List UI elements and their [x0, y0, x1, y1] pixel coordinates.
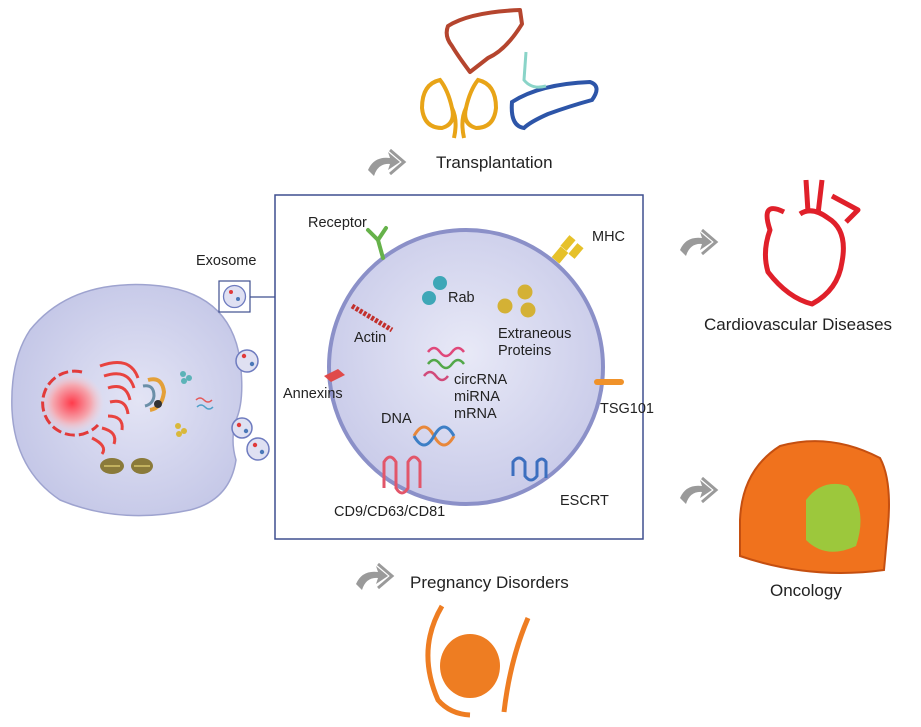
label-annexins: Annexins [283, 386, 343, 402]
pancreas-icon [509, 51, 599, 131]
cell-icon [11, 283, 270, 517]
mhc-icon [551, 235, 584, 264]
escrt-icon [511, 456, 548, 482]
label-tsg101: TSG101 [600, 401, 654, 417]
label-dna: DNA [381, 411, 412, 427]
extraneous-proteins-icon [497, 284, 536, 318]
arrow-cardiovascular [678, 228, 718, 258]
heart-icon [762, 179, 861, 307]
label-actin: Actin [354, 330, 387, 346]
receptor-icon [366, 226, 388, 260]
label-cd-tetraspanins: CD9/CD63/CD81 [334, 504, 446, 520]
kidney-icon [419, 77, 499, 139]
label-oncology: Oncology [770, 581, 842, 600]
exosome-icon [218, 280, 275, 313]
arrow-pregnancy [354, 562, 394, 592]
arrow-transplantation [366, 148, 406, 178]
liver-icon [444, 8, 524, 74]
label-extraneous-proteins: Extraneous Proteins [498, 326, 572, 359]
rab-icon [433, 276, 447, 290]
dna-icon [412, 425, 456, 447]
label-escrt: ESCRT [560, 493, 609, 509]
label-exosome: Exosome [196, 253, 257, 269]
actin-icon [350, 303, 394, 333]
label-transplantation: Transplantation [436, 153, 553, 172]
arrow-oncology [678, 476, 718, 506]
label-pregnancy: Pregnancy Disorders [410, 573, 569, 592]
fetus-icon [425, 604, 531, 718]
label-rab: Rab [448, 290, 475, 306]
tetraspanin-icon [382, 455, 422, 495]
annexins-icon [324, 369, 345, 382]
label-rna: circRNA miRNA mRNA [454, 372, 508, 422]
exosome-membrane [327, 228, 605, 506]
rna-icon [423, 346, 465, 382]
label-mhc: MHC [592, 229, 626, 245]
tumor-icon [739, 440, 890, 574]
label-cardiovascular: Cardiovascular Diseases [704, 315, 893, 334]
label-receptor: Receptor [308, 215, 367, 231]
tsg101-icon [594, 379, 624, 385]
